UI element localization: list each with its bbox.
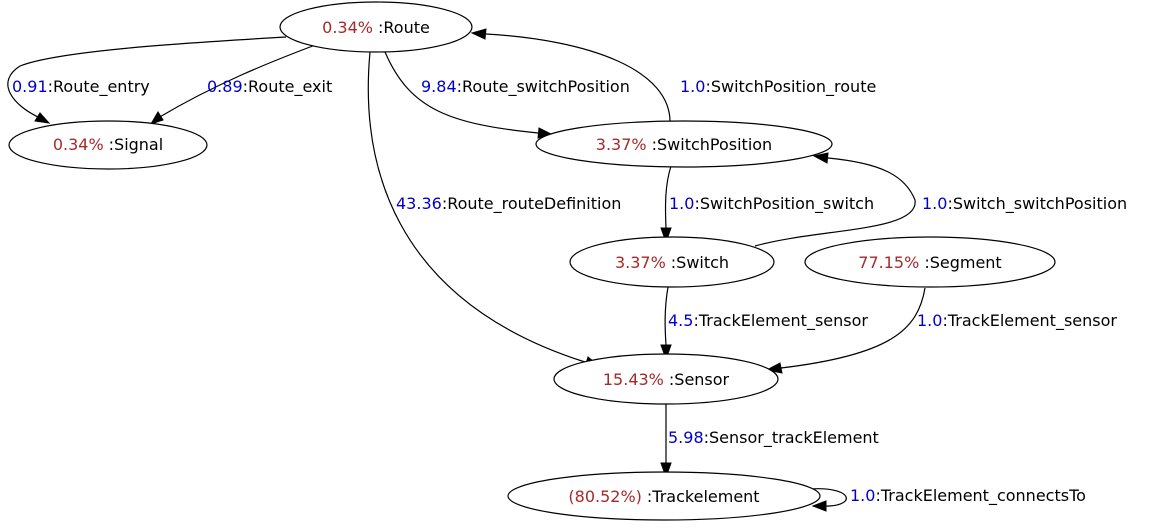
edge-sensor-trackelement: 5.98:Sensor_trackElement [660, 404, 879, 479]
edge-label-switch-switchposition: 1.0:Switch_switchPosition [922, 194, 1127, 214]
edge-label-switchposition-route: 1.0:SwitchPosition_route [680, 77, 876, 97]
node-sensor: 15.43%:Sensor [553, 353, 779, 405]
svg-text:77.15%:Segment: 77.15%:Segment [858, 253, 1001, 272]
node-switch-position: 3.37%:SwitchPosition [535, 120, 833, 168]
edge-route-exit: 0.89:Route_exit [149, 43, 332, 125]
edge-label-route-routedefinition: 43.36:Route_routeDefinition [396, 194, 621, 214]
node-route: 0.34%:Route [279, 1, 473, 53]
node-signal: 0.34%:Signal [8, 120, 208, 170]
svg-text:0.34%:Signal: 0.34%:Signal [53, 135, 163, 154]
edge-label-route-exit: 0.89:Route_exit [207, 77, 332, 97]
edge-switch-trackelement-sensor: 4.5:TrackElement_sensor [660, 286, 868, 361]
node-switch: 3.37%:Switch [569, 236, 775, 288]
edge-label-switchposition-switch: 1.0:SwitchPosition_switch [669, 194, 874, 214]
edge-switchposition-switch: 1.0:SwitchPosition_switch [660, 165, 874, 244]
svg-text:3.37%:Switch: 3.37%:Switch [615, 253, 729, 272]
svg-text:15.43%:Sensor: 15.43%:Sensor [603, 370, 730, 389]
svg-text:3.37%:SwitchPosition: 3.37%:SwitchPosition [596, 135, 772, 154]
edge-label-route-entry: 0.91:Route_entry [12, 77, 150, 97]
edge-label-switch-trackelement-sensor: 4.5:TrackElement_sensor [668, 311, 868, 331]
edge-label-segment-trackelement-sensor: 1.0:TrackElement_sensor [917, 311, 1117, 331]
svg-text:0.34%:Route: 0.34%:Route [322, 18, 430, 37]
edge-route-switchposition: 9.84:Route_switchPosition [384, 51, 630, 139]
node-trackelement: (80.52%):Trackelement [507, 471, 821, 521]
edge-route-routedefinition: 43.36:Route_routeDefinition [367, 51, 621, 368]
svg-text:(80.52%):Trackelement: (80.52%):Trackelement [568, 487, 759, 506]
edge-switch-switchposition: 1.0:Switch_switchPosition [754, 152, 1127, 247]
edge-label-route-switchposition: 9.84:Route_switchPosition [421, 77, 630, 97]
edge-trackelement-connectsto: 1.0:TrackElement_connectsTo [809, 486, 1086, 512]
edge-route-entry: 0.91:Route_entry [7, 36, 287, 124]
edge-label-sensor-trackelement: 5.98:Sensor_trackElement [668, 428, 879, 448]
edge-segment-trackelement-sensor: 1.0:TrackElement_sensor [765, 287, 1117, 374]
node-segment: 77.15%:Segment [804, 236, 1056, 288]
edge-switchposition-route: 1.0:SwitchPosition_route [470, 28, 876, 125]
edge-label-trackelement-connectsto: 1.0:TrackElement_connectsTo [850, 486, 1086, 506]
